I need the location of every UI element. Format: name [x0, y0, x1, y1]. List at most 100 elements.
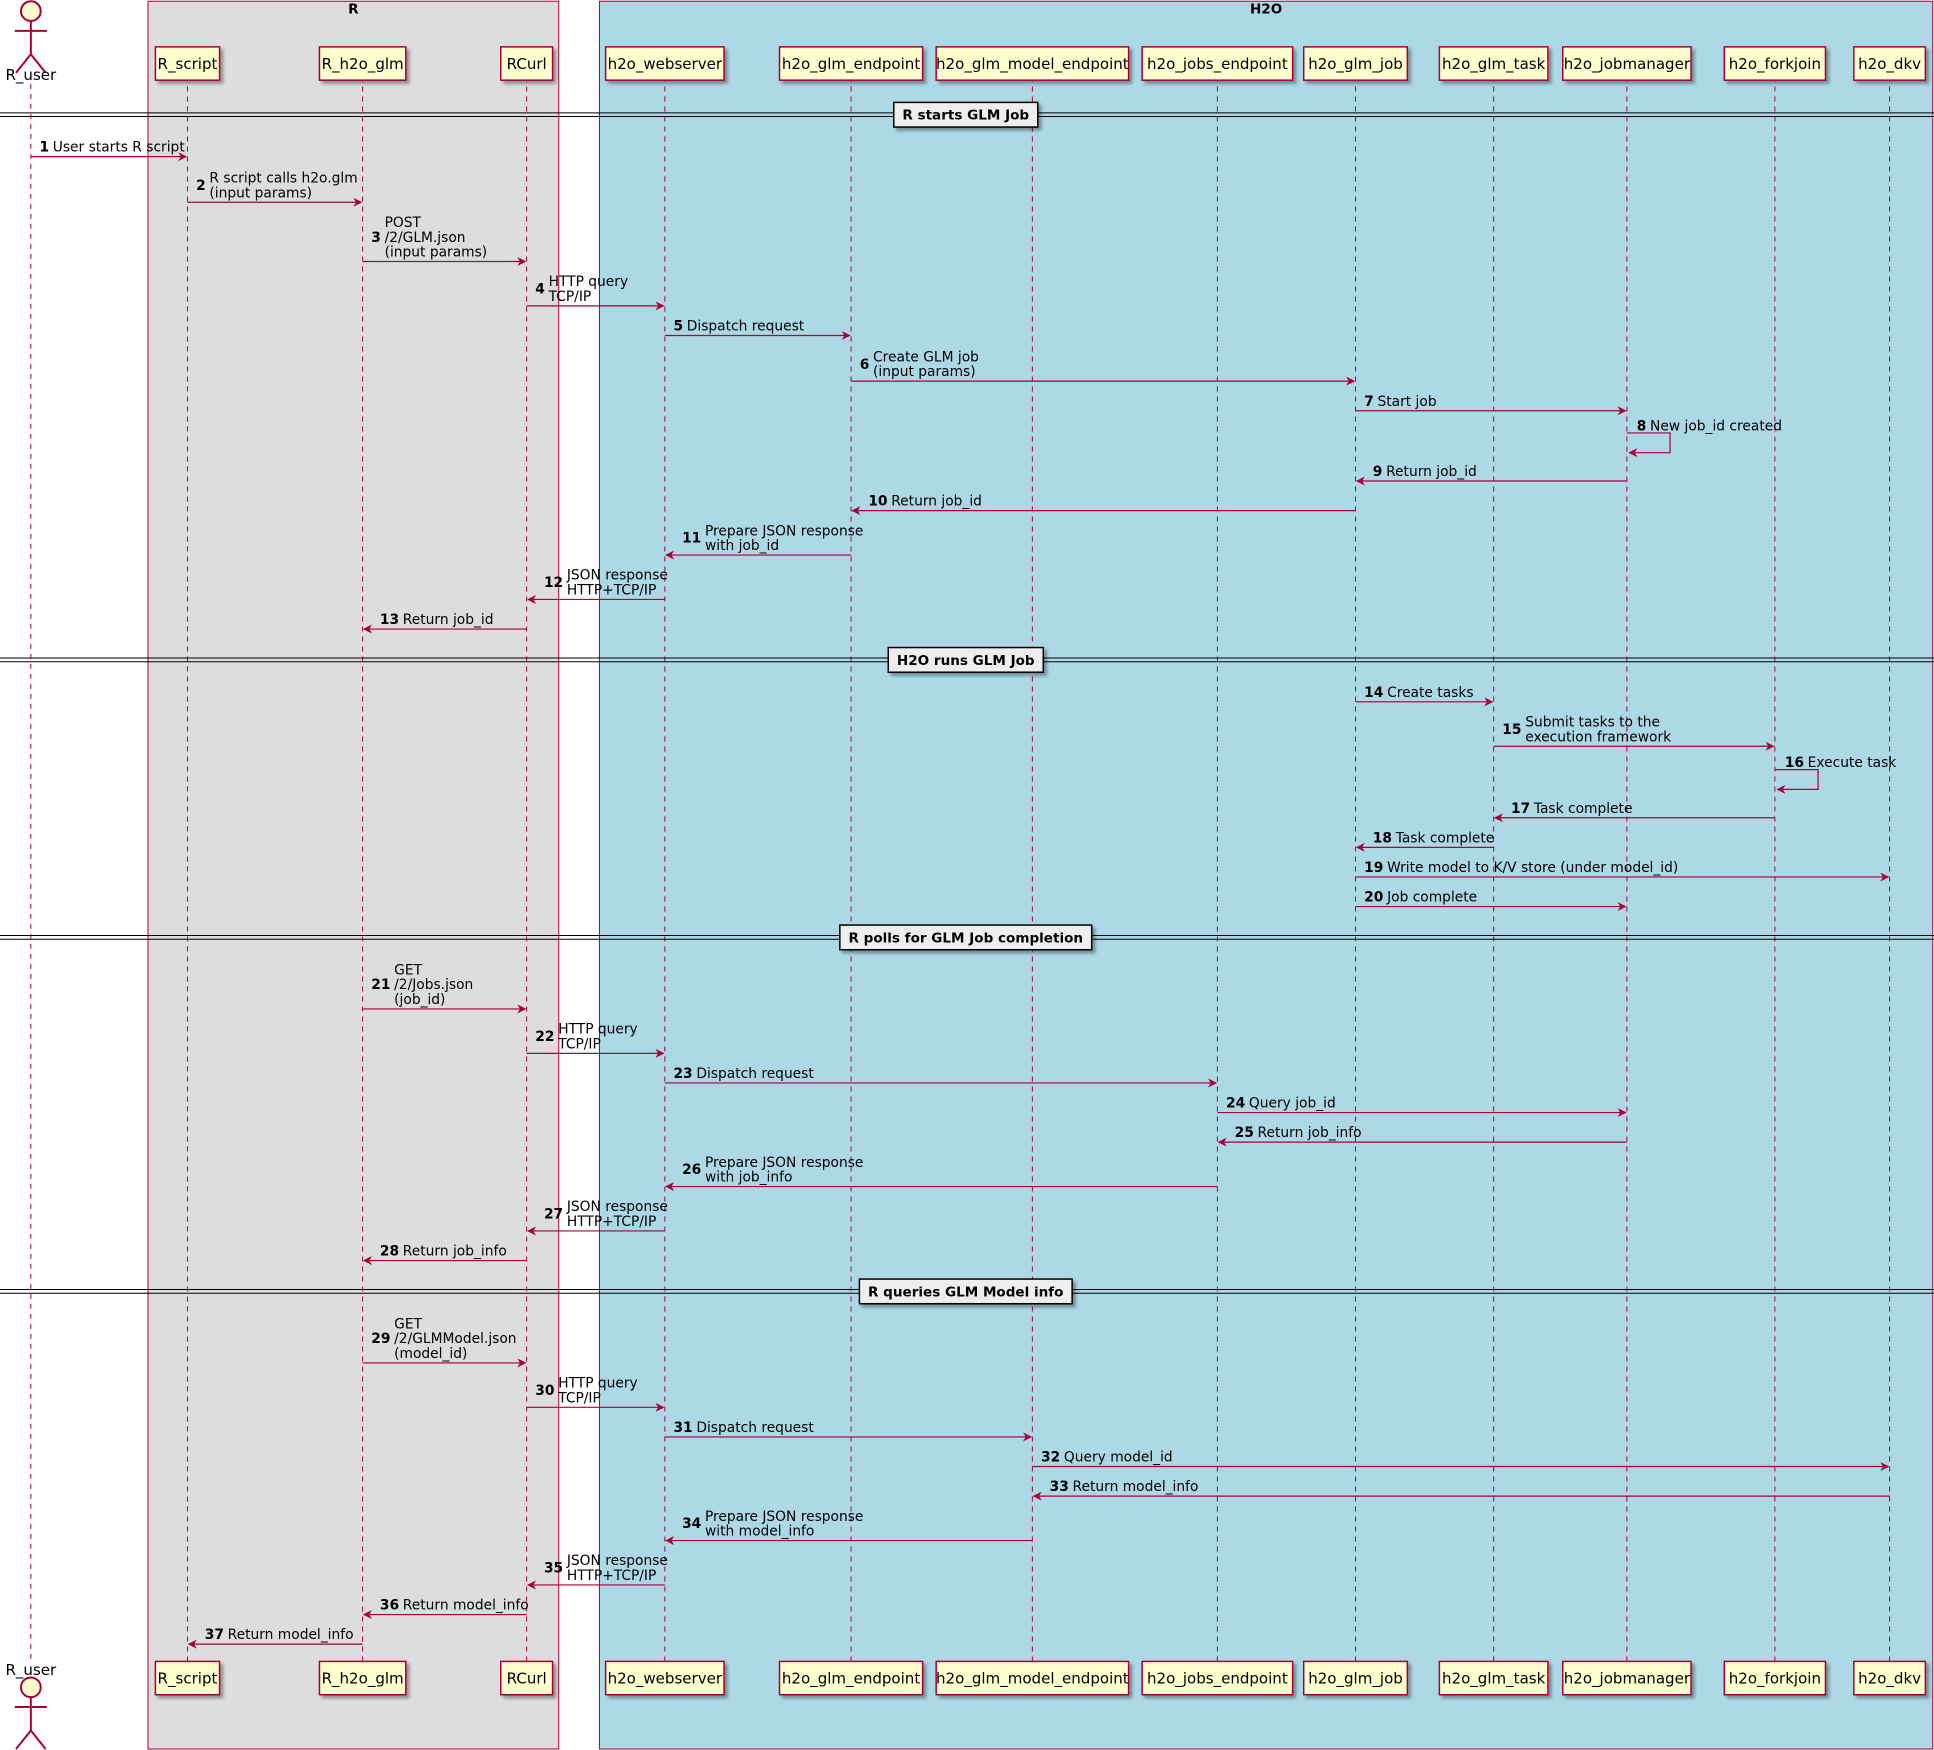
- message-label: TCP/IP: [548, 289, 592, 305]
- message-label: with job_id: [705, 538, 779, 554]
- group-r-label: R: [348, 2, 359, 18]
- participant-R_script-top: R_script: [154, 46, 221, 81]
- message-label: HTTP+TCP/IP: [567, 583, 656, 599]
- participant-label: h2o_glm_model_endpoint: [936, 1670, 1129, 1689]
- message-label: Start job: [1377, 394, 1436, 410]
- message-label: Create tasks: [1387, 685, 1473, 701]
- actor-figure-icon: [14, 0, 47, 74]
- participant-h2o_glm_job-bottom: h2o_glm_job: [1302, 1660, 1409, 1696]
- participant-label: h2o_glm_job: [1308, 55, 1403, 74]
- participant-label: h2o_jobmanager: [1564, 55, 1691, 74]
- message-label: HTTP query: [549, 274, 629, 290]
- participant-h2o_webserver-top: h2o_webserver: [604, 46, 725, 81]
- message-number: 27: [544, 1207, 563, 1223]
- participant-box: [604, 46, 725, 81]
- message-label: with job_info: [705, 1170, 792, 1186]
- participant-box: [1141, 46, 1294, 81]
- message-label: JSON response: [566, 1199, 668, 1215]
- message-number: 3: [371, 230, 381, 246]
- participant-label: h2o_glm_model_endpoint: [936, 55, 1129, 74]
- participant-h2o_glm_model_endpoint-bottom: h2o_glm_model_endpoint: [935, 1660, 1130, 1696]
- message-number: 32: [1041, 1450, 1060, 1466]
- message-number: 12: [544, 575, 563, 591]
- participant-box: [318, 1660, 407, 1696]
- group-r-box: [147, 0, 560, 1750]
- message-label: Prepare JSON response: [705, 1509, 863, 1525]
- message-label: Return job_id: [403, 612, 494, 628]
- participant-h2o_jobs_endpoint-top: h2o_jobs_endpoint: [1141, 46, 1294, 81]
- message-number: 13: [380, 612, 399, 628]
- message-label: POST: [385, 215, 422, 231]
- group-h2o-box: [598, 0, 1934, 1750]
- participant-box: [1561, 1660, 1692, 1696]
- message-number: 2: [196, 178, 206, 194]
- message-label: Create GLM job: [873, 349, 979, 365]
- participant-label: h2o_glm_task: [1442, 55, 1546, 74]
- group-h2o-label: H2O: [1250, 2, 1282, 18]
- participant-label: h2o_glm_task: [1442, 1670, 1546, 1689]
- participant-h2o_jobmanager-bottom: h2o_jobmanager: [1561, 1660, 1692, 1696]
- message-label: Job complete: [1386, 890, 1477, 906]
- participant-label: h2o_jobs_endpoint: [1147, 1670, 1288, 1689]
- message-label: Dispatch request: [696, 1420, 814, 1436]
- message-number: 22: [535, 1029, 554, 1045]
- participant-box: [500, 1660, 554, 1696]
- message-number: 35: [544, 1561, 563, 1577]
- participant-box: [778, 46, 924, 81]
- participant-box: [935, 1660, 1130, 1696]
- participant-h2o_glm_endpoint-bottom: h2o_glm_endpoint: [778, 1660, 924, 1696]
- participant-label: RCurl: [507, 1670, 547, 1688]
- section-divider: R queries GLM Model info: [0, 1278, 1934, 1305]
- message-label: HTTP+TCP/IP: [567, 1568, 656, 1584]
- divider-box: [858, 1278, 1073, 1305]
- message-number: 5: [673, 319, 683, 335]
- participant-box: [778, 1660, 924, 1696]
- message-label: GET: [394, 1316, 422, 1332]
- divider-label: R queries GLM Model info: [868, 1284, 1063, 1300]
- message-label: Prepare JSON response: [705, 523, 863, 539]
- participant-box: [1141, 1660, 1294, 1696]
- message-number: 34: [682, 1516, 701, 1532]
- message-number: 10: [868, 494, 887, 510]
- participant-box: [1853, 46, 1927, 81]
- message-label: Execute task: [1808, 755, 1897, 771]
- message-number: 18: [1373, 830, 1392, 846]
- participant-label: RCurl: [507, 55, 547, 73]
- divider-label: R polls for GLM Job completion: [848, 930, 1083, 946]
- participant-h2o_glm_endpoint-top: h2o_glm_endpoint: [778, 46, 924, 81]
- message-label: with model_info: [705, 1524, 814, 1540]
- message-label: (job_id): [394, 992, 445, 1008]
- message-label: Task complete: [1395, 830, 1495, 846]
- participant-RCurl-bottom: RCurl: [500, 1660, 554, 1696]
- participant-h2o_forkjoin-bottom: h2o_forkjoin: [1723, 1660, 1827, 1696]
- actor-head: [19, 1676, 42, 1699]
- message-number: 7: [1364, 394, 1374, 410]
- message-label: Return model_info: [403, 1598, 529, 1614]
- participant-box: [604, 1660, 725, 1696]
- message-label: HTTP query: [558, 1022, 638, 1038]
- participant-box: [154, 1660, 221, 1696]
- message-number: 8: [1637, 418, 1647, 434]
- actor-R_user-top: R_user: [5, 0, 57, 85]
- participant-box: [1438, 1660, 1549, 1696]
- actor-leg-right: [30, 1729, 47, 1750]
- divider-box: [887, 646, 1045, 673]
- participant-label: h2o_webserver: [608, 55, 723, 74]
- message-label: execution framework: [1525, 729, 1671, 745]
- message-number: 15: [1502, 722, 1521, 738]
